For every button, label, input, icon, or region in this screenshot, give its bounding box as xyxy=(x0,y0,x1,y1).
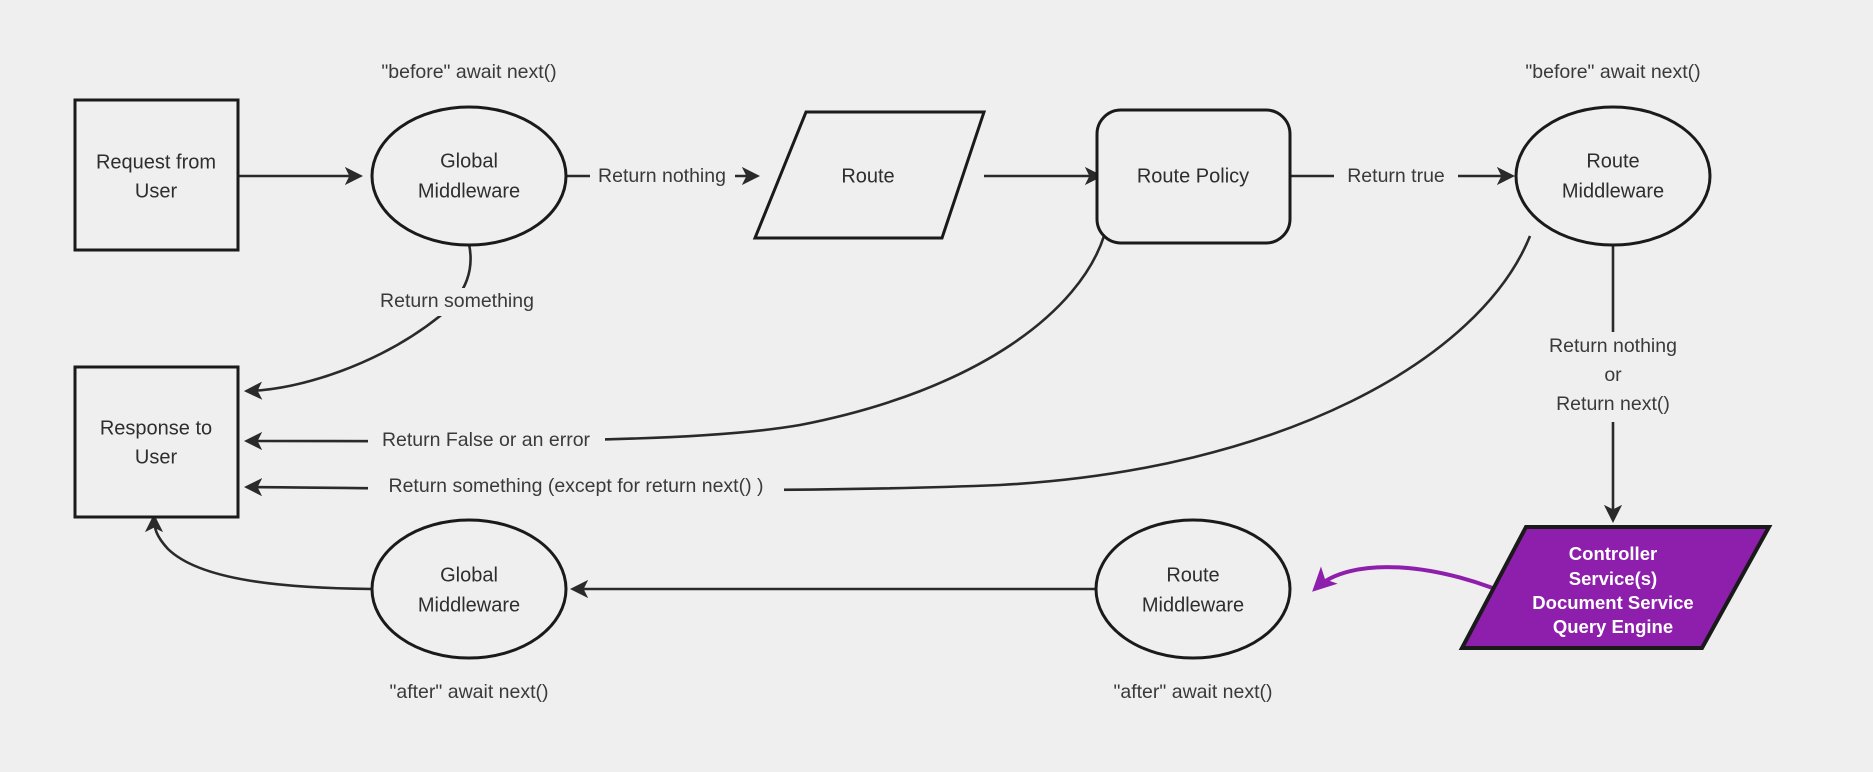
node-label-route-middleware-after-line2: Middleware xyxy=(1142,594,1244,616)
node-label-controller-services-line1: Controller xyxy=(1569,543,1657,564)
edge-label-return-nothing-line3: Return next() xyxy=(1556,393,1670,415)
edge-controller-to-route-middleware-after xyxy=(1312,565,1522,602)
node-label-global-middleware-after-line2: Middleware xyxy=(418,594,520,616)
node-label-controller-services-line4: Query Engine xyxy=(1553,616,1673,637)
node-label-route-policy: Route Policy xyxy=(1137,165,1249,187)
node-label-route-middleware-before-line1: Route xyxy=(1586,150,1639,172)
edge-label-return-something-except-text: Return something (except for return next… xyxy=(389,475,764,497)
node-label-global-middleware-after-line1: Global xyxy=(440,564,498,586)
edge-label-return-nothing-line1: Return nothing xyxy=(1549,335,1677,357)
edge-label-return-false-or-error: Return False or an error xyxy=(368,428,605,456)
edge-label-return-something-except: Return something (except for return next… xyxy=(368,474,784,502)
annotation-after-await-next-global: "after" await next() xyxy=(389,681,548,703)
node-response-to-user[interactable]: Response to User xyxy=(73,365,240,519)
node-label-response-to-user-line1: Response to xyxy=(100,417,212,439)
edge-label-return-true: Return true xyxy=(1334,162,1458,190)
node-label-request-from-user-line2: User xyxy=(135,180,178,202)
node-controller-services[interactable]: Controller Service(s) Document Service Q… xyxy=(1458,525,1773,650)
node-route[interactable]: Route xyxy=(752,110,987,240)
edge-label-return-something-text: Return something xyxy=(380,290,534,312)
annotation-before-await-next-global: "before" await next() xyxy=(381,61,556,83)
node-label-global-middleware-before-line1: Global xyxy=(440,150,498,172)
edge-label-return-nothing-line2: or xyxy=(1604,364,1622,386)
edge-label-return-false-or-error-text: Return False or an error xyxy=(382,429,591,451)
node-label-route-middleware-before-line2: Middleware xyxy=(1562,180,1664,202)
node-global-middleware-after[interactable]: Global Middleware xyxy=(370,518,568,660)
annotation-before-await-next-route: "before" await next() xyxy=(1525,61,1700,83)
edge-global-middleware-return-something xyxy=(243,243,472,400)
node-route-middleware-before[interactable]: Route Middleware xyxy=(1514,105,1712,247)
edge-label-return-nothing-text: Return nothing xyxy=(598,165,726,187)
node-label-controller-services-line3: Document Service xyxy=(1532,592,1693,613)
node-label-route: Route xyxy=(841,165,894,187)
node-route-policy[interactable]: Route Policy xyxy=(1095,108,1292,245)
edge-label-return-something: Return something xyxy=(366,288,536,316)
annotation-after-await-next-route: "after" await next() xyxy=(1113,681,1272,703)
node-label-controller-services-line2: Service(s) xyxy=(1569,568,1657,589)
node-label-response-to-user-line2: User xyxy=(135,446,178,468)
node-label-route-middleware-after-line1: Route xyxy=(1166,564,1219,586)
edge-label-return-nothing-or-next: Return nothing or Return next() xyxy=(1530,332,1700,422)
edge-global-middleware-after-to-response xyxy=(144,513,373,591)
edge-route-policy-return-false xyxy=(243,235,1106,451)
edge-label-return-true-text: Return true xyxy=(1347,165,1445,187)
node-label-request-from-user-line1: Request from xyxy=(96,151,216,173)
edge-label-return-nothing: Return nothing xyxy=(590,162,735,190)
node-global-middleware-before[interactable]: Global Middleware xyxy=(370,105,568,247)
node-label-global-middleware-before-line2: Middleware xyxy=(418,180,520,202)
node-request-from-user[interactable]: Request from User xyxy=(73,98,240,252)
node-route-middleware-after[interactable]: Route Middleware xyxy=(1094,518,1292,660)
